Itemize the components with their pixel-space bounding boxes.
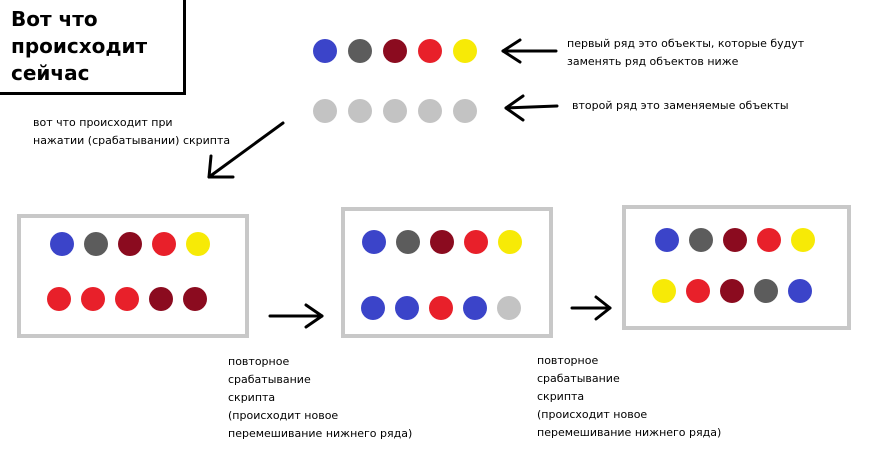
- panel-3-bottom-dot-darkgray: [754, 279, 778, 303]
- top-first-row-dot-blue: [313, 39, 337, 63]
- panel-1-bottom-dot-red: [81, 287, 105, 311]
- title-text: Вот что происходит сейчас: [11, 7, 148, 85]
- top-second-row-dot-lightgray: [348, 99, 372, 123]
- note-repeat-1: повторное срабатывание скрипта (происход…: [228, 355, 413, 440]
- panel-2-top-dot-red: [464, 230, 488, 254]
- panel-3-top-dot-red: [757, 228, 781, 252]
- panel-2-bottom-dot-lightgray: [497, 296, 521, 320]
- note-on-trigger: вот что происходит при нажатии (срабатыв…: [33, 116, 231, 147]
- top-second-row-dot-lightgray: [383, 99, 407, 123]
- arrow-right-1-icon: [268, 303, 324, 329]
- panel-1-bottom-dot-red: [115, 287, 139, 311]
- panel-3-bottom-dot-blue: [788, 279, 812, 303]
- panel-2-top-dot-yellow: [498, 230, 522, 254]
- panel-2-top-dot-blue: [362, 230, 386, 254]
- panel-3-top-dot-blue: [655, 228, 679, 252]
- panel-1-top-dot-darkgray: [84, 232, 108, 256]
- panel-1-bottom-dot-red: [47, 287, 71, 311]
- top-second-row-dot-lightgray: [453, 99, 477, 123]
- panel-1-bottom-dot-maroon: [183, 287, 207, 311]
- note-first-row: первый ряд это объекты, которые будут за…: [567, 37, 805, 68]
- panel-2-top-dot-darkgray: [396, 230, 420, 254]
- panel-1-top-dot-maroon: [118, 232, 142, 256]
- top-first-row-dot-maroon: [383, 39, 407, 63]
- panel-1-top-dot-red: [152, 232, 176, 256]
- panel-3: [622, 205, 851, 330]
- note-repeat-2: повторное срабатывание скрипта (происход…: [537, 354, 722, 439]
- panel-3-top-dot-maroon: [723, 228, 747, 252]
- arrow-left-second-row-icon: [504, 94, 559, 122]
- arrow-left-first-row-icon: [501, 38, 558, 64]
- top-first-row-dot-yellow: [453, 39, 477, 63]
- panel-3-bottom-dot-maroon: [720, 279, 744, 303]
- title-box: Вот что происходит сейчас: [0, 0, 186, 95]
- panel-3-top-dot-yellow: [791, 228, 815, 252]
- panel-2-bottom-dot-red: [429, 296, 453, 320]
- panel-3-bottom-dot-yellow: [652, 279, 676, 303]
- arrow-right-2-icon: [570, 295, 612, 321]
- top-second-row-dot-lightgray: [418, 99, 442, 123]
- top-first-row-dot-darkgray: [348, 39, 372, 63]
- panel-2-bottom-dot-blue: [463, 296, 487, 320]
- top-second-row-dot-lightgray: [313, 99, 337, 123]
- arrow-down-left-icon: [207, 121, 285, 179]
- panel-2-bottom-dot-blue: [395, 296, 419, 320]
- panel-3-top-dot-darkgray: [689, 228, 713, 252]
- panel-1-top-dot-blue: [50, 232, 74, 256]
- panel-2-top-dot-maroon: [430, 230, 454, 254]
- note-second-row: второй ряд это заменяемые объекты: [572, 99, 789, 112]
- top-first-row-dot-red: [418, 39, 442, 63]
- panel-2-bottom-dot-blue: [361, 296, 385, 320]
- panel-1-bottom-dot-maroon: [149, 287, 173, 311]
- panel-3-bottom-dot-red: [686, 279, 710, 303]
- panel-1-top-dot-yellow: [186, 232, 210, 256]
